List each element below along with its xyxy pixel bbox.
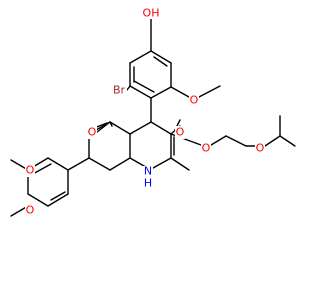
atom-o-methoxy-left-a: O (25, 164, 35, 177)
bond-line (210, 135, 227, 146)
hydroxyl-label: OH (143, 7, 160, 20)
bond-line (133, 80, 155, 93)
bond-line (150, 86, 172, 99)
bond-line (150, 50, 172, 64)
bond-line (153, 56, 168, 67)
ester-oxygen-label: O (202, 142, 211, 155)
ester-carbonyl-oxygen-label: O (176, 126, 185, 139)
bond-line (170, 157, 190, 171)
methoxy-oxygen-label-left-a: O (26, 164, 35, 177)
bond-line (129, 50, 152, 64)
bond-line (129, 121, 152, 135)
atom-oh: OH (143, 6, 160, 20)
bond-line (88, 157, 111, 171)
bromine-label: Br (113, 84, 126, 97)
bond-line (279, 135, 296, 147)
bond-line (152, 157, 172, 169)
bond-line (109, 121, 131, 135)
atom-o-ester-carbonyl: O (175, 126, 185, 139)
nitrogen-label: N (144, 165, 152, 178)
bond-line (129, 85, 152, 99)
bond-line (27, 193, 49, 207)
nitrogen-hydrogen-label: H (144, 177, 152, 190)
atom-o-ketone: O (87, 126, 97, 139)
atom-o-ester-link: O (201, 142, 211, 155)
bond-line (50, 191, 66, 201)
bond-line (109, 121, 113, 127)
methoxy-oxygen-label-left-b: O (26, 204, 35, 217)
atom-o-ether: O (255, 142, 265, 155)
molecule-structure: OH Br O O O O O O (10, 6, 296, 217)
bond-line (264, 135, 281, 147)
bond-line (198, 85, 221, 98)
atom-o-methoxy-top: O (189, 94, 199, 107)
atom-label-layer: OH Br O O O O O O (25, 6, 265, 217)
bond-line (109, 157, 131, 171)
methoxy-oxygen-label-top: O (190, 94, 199, 107)
ketone-oxygen-label: O (88, 126, 97, 139)
bond-line (225, 135, 247, 147)
bond-line (170, 86, 190, 98)
atom-o-methoxy-left-b: O (25, 204, 35, 217)
bond-line (47, 157, 69, 171)
bond-line (150, 121, 172, 135)
bond-line (47, 193, 69, 207)
ether-oxygen-label: O (256, 142, 265, 155)
atom-nh: N H (143, 165, 153, 190)
bond-line (126, 85, 131, 91)
atom-br: Br (111, 84, 127, 97)
bond-line (67, 157, 90, 171)
